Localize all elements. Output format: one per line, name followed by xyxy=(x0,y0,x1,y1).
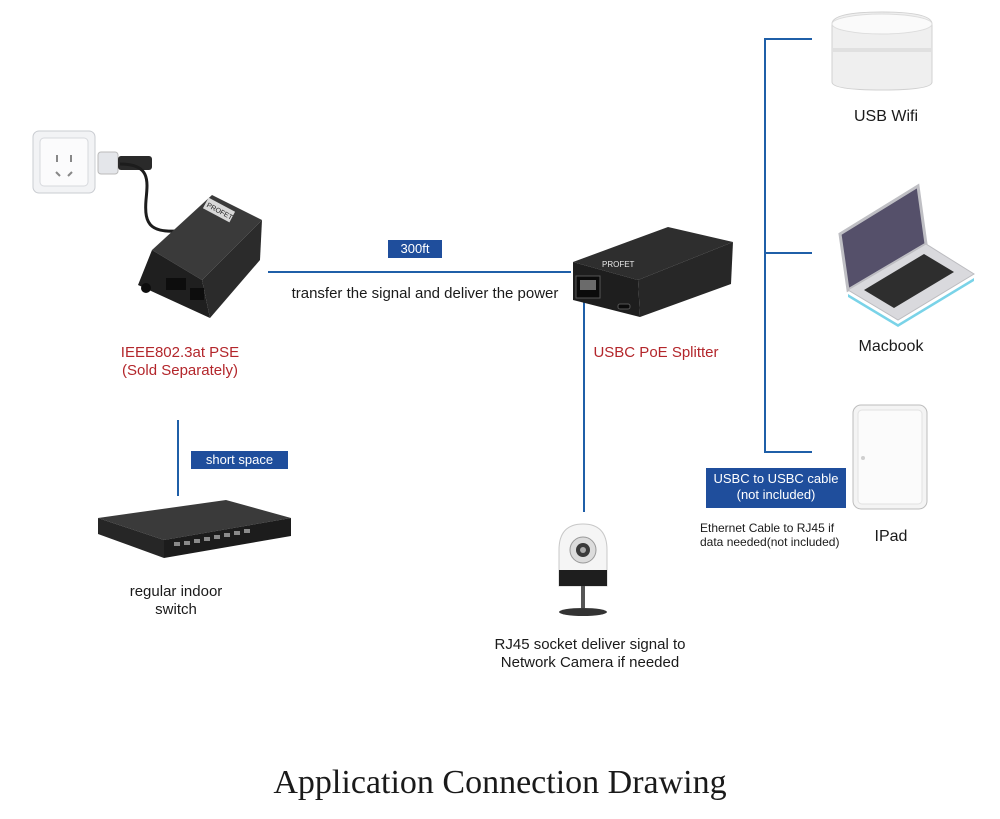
switch-label-line1: regular indoor xyxy=(129,583,223,600)
usbc-cable-tag: USBC to USBC cable (not included) xyxy=(706,468,846,508)
pse-to-switch-line xyxy=(177,420,179,496)
pse-injector-icon: PROFET xyxy=(138,195,262,318)
ethernet-note-line2: data needed(not included) xyxy=(700,535,840,549)
power-cord xyxy=(119,162,189,233)
camera-label-line2: Network Camera if needed xyxy=(500,654,680,671)
pse-label: IEEE802.3at PSE (Sold Separately) xyxy=(90,344,270,380)
ipad-tablet-icon xyxy=(852,404,928,510)
network-switch-icon xyxy=(98,500,291,558)
macbook-laptop-icon xyxy=(838,183,975,327)
usbc-poe-splitter-icon: PROFET xyxy=(573,227,733,317)
svg-text:PROFET: PROFET xyxy=(602,260,635,269)
ethernet-note: Ethernet Cable to RJ45 if data needed(no… xyxy=(700,521,860,549)
usbc-cable-line1: USBC to USBC cable xyxy=(713,471,839,486)
bus-to-wifi-line xyxy=(764,38,812,40)
usb-wifi-label: USB Wifi xyxy=(854,108,918,125)
transfer-label: transfer the signal and deliver the powe… xyxy=(291,285,559,302)
short-space-tag: short space xyxy=(191,451,288,469)
splitter-to-camera-line xyxy=(583,300,585,512)
network-camera-icon xyxy=(558,523,608,616)
camera-label: RJ45 socket deliver signal to Network Ca… xyxy=(460,636,720,672)
device-bus-line xyxy=(764,38,766,452)
usbc-cable-line2: (not included) xyxy=(736,487,816,502)
bus-to-ipad-line xyxy=(764,451,812,453)
bus-to-macbook-line xyxy=(764,252,812,254)
pse-label-line1: IEEE802.3at PSE xyxy=(120,344,240,361)
macbook-label: Macbook xyxy=(858,338,924,355)
switch-label-line2: switch xyxy=(155,601,197,618)
switch-label: regular indoor switch xyxy=(96,583,256,619)
wall-socket-icon xyxy=(32,130,152,194)
diagram-title: Application Connection Drawing xyxy=(273,764,727,801)
splitter-label: USBC PoE Splitter xyxy=(593,344,719,361)
camera-label-line1: RJ45 socket deliver signal to xyxy=(494,636,686,653)
distance-tag: 300ft xyxy=(388,240,442,258)
ipad-label: IPad xyxy=(874,528,908,545)
pse-to-splitter-line xyxy=(268,271,571,273)
usb-wifi-router-icon xyxy=(831,11,933,91)
ethernet-note-line1: Ethernet Cable to RJ45 if xyxy=(700,521,835,535)
pse-label-line2: (Sold Separately) xyxy=(122,362,238,379)
